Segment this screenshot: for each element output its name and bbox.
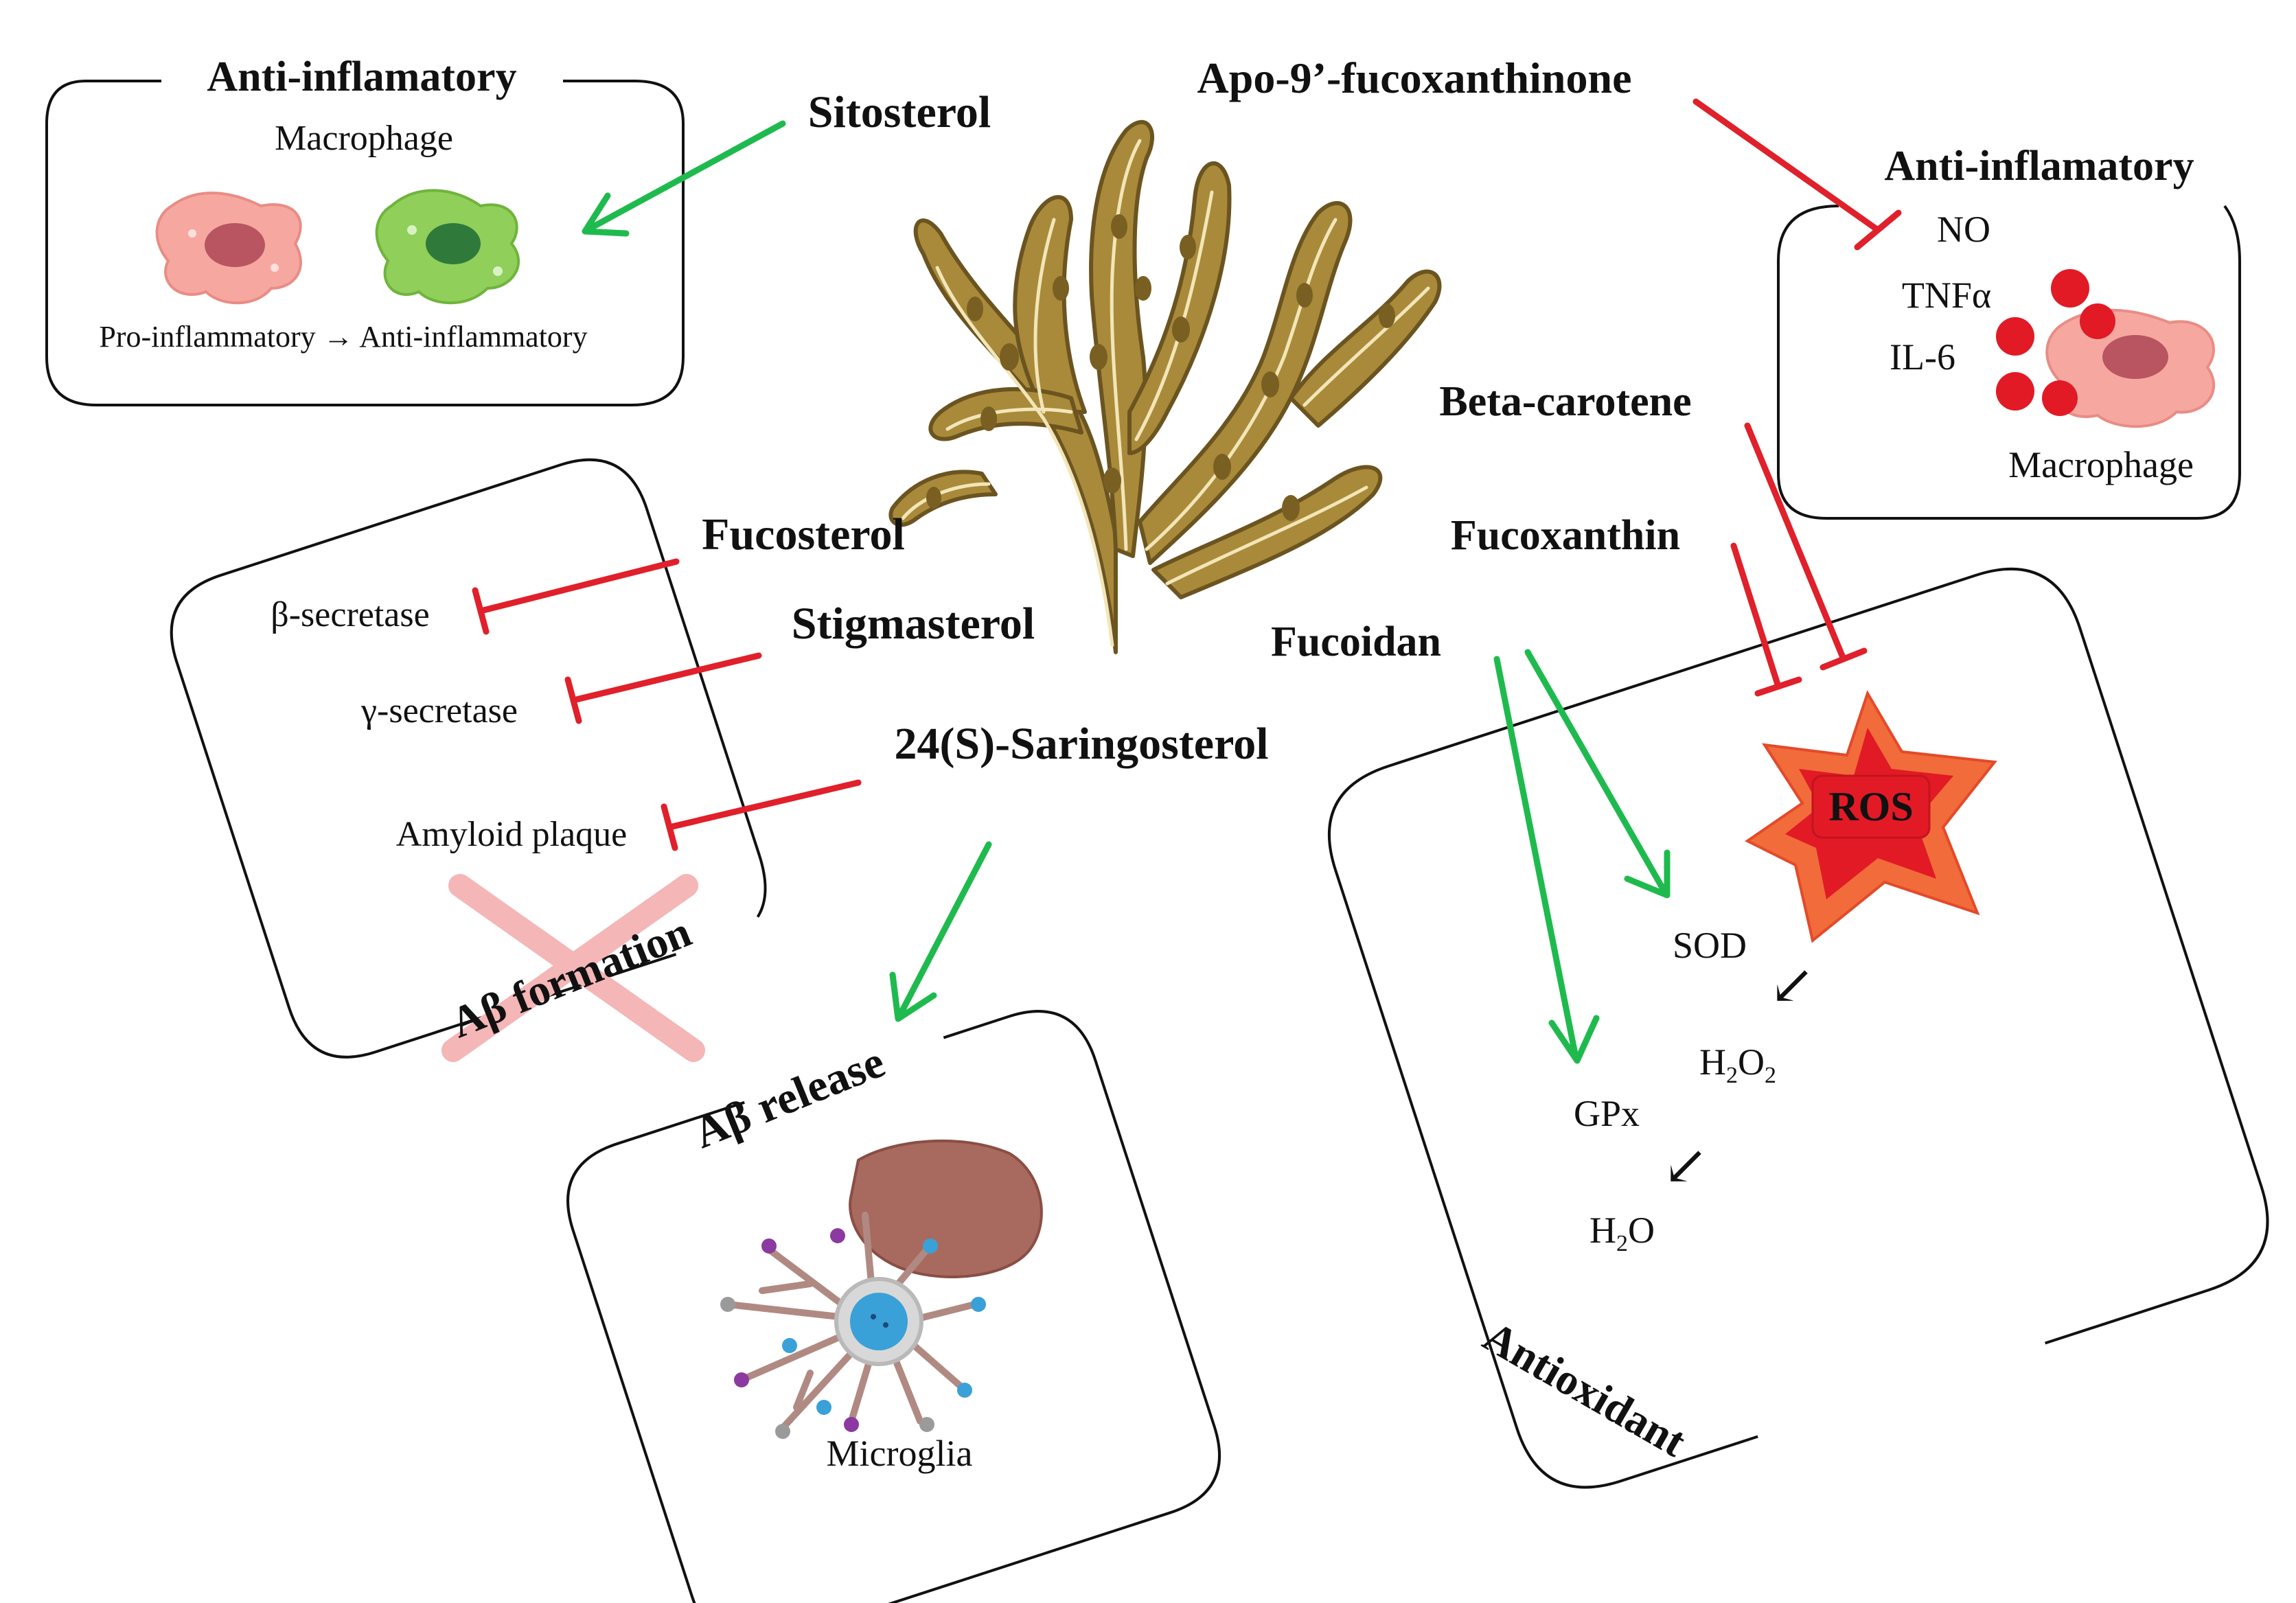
sod-label: SOD <box>1673 925 1747 966</box>
saringosterol-label: 24(S)-Saringosterol <box>894 719 1268 769</box>
marker-no: NO <box>1937 209 1990 250</box>
ros-burst-icon <box>1745 690 1997 943</box>
marker-tnfa: TNFα <box>1902 275 1991 316</box>
saringosterol-activates-abeta-release-arrow <box>889 841 992 1022</box>
activation-arrows <box>582 120 1671 1064</box>
macrophage-icon <box>2045 308 2216 428</box>
abeta-release-box: Aβ release <box>566 1010 1221 1603</box>
macrophage-caption: Macrophage <box>2008 444 2194 485</box>
fucoidan-label: Fucoidan <box>1271 619 1441 665</box>
fucoidan-activates-sod-arrow <box>1524 649 1671 899</box>
microglia-icon <box>720 1212 986 1439</box>
inhibition-arrows <box>472 98 1902 851</box>
abeta-formation-box: β-secretase γ-secretase Amyloid plaque A… <box>170 458 767 1062</box>
macrophage-caption: Pro-inflammatory → Anti-inflammatory <box>99 320 587 354</box>
antioxidant-title: Antioxidant <box>1476 1311 1695 1466</box>
sitosterol-label: Sitosterol <box>808 87 991 137</box>
blocked-cross-icon <box>441 874 705 1062</box>
stigmasterol-inhibits-gamma-secretase-arrow <box>564 652 762 724</box>
sod-arrow-icon: ↙ <box>1769 956 1815 1016</box>
microglia-caption: Microglia <box>827 1433 973 1474</box>
h2o2-label: H2O2 <box>1699 1041 1776 1088</box>
beta-carotene-inhibits-ros-arrow <box>1744 422 1868 671</box>
box-title: Anti-inflamatory <box>207 54 516 100</box>
beta-secretase-label: β-secretase <box>271 595 429 634</box>
marker-il6: IL-6 <box>1890 336 1955 378</box>
sitosterol-activates-macrophage-arrow <box>582 120 786 237</box>
pro-inflammatory-macrophage-icon <box>155 192 302 305</box>
box-title: Anti-inflamatory <box>1884 143 2194 189</box>
fucoxanthin-label: Fucoxanthin <box>1451 512 1680 559</box>
abeta-release-title: Aβ release <box>687 1037 891 1158</box>
h2o-label: H2O <box>1589 1210 1655 1256</box>
saringosterol-inhibits-amyloid-plaque-arrow <box>661 779 862 851</box>
anti-inflammatory-macrophage-box: Anti-inflamatory Macrophage Pro-inflamma… <box>45 54 685 406</box>
amyloid-plaque-label: Amyloid plaque <box>396 815 628 854</box>
cytokine-dots <box>1996 269 2115 416</box>
compound-labels: Sitosterol Apo-9’-fucoxanthinone Beta-ca… <box>702 54 1691 769</box>
fucosterol-inhibits-beta-secretase-arrow <box>472 558 680 635</box>
fucoxanthin-inhibits-ros-arrow <box>1730 542 1802 697</box>
stigmasterol-label: Stigmasterol <box>792 599 1035 649</box>
fucosterol-label: Fucosterol <box>702 509 905 560</box>
gpx-arrow-icon: ↙ <box>1662 1136 1708 1197</box>
box-subtitle: Macrophage <box>275 119 453 158</box>
gamma-secretase-label: γ-secretase <box>360 691 518 730</box>
antioxidant-box: Antioxidant ROS SOD ↙ H2O2 GPx ↙ H2O <box>1327 567 2269 1489</box>
gpx-label: GPx <box>1574 1093 1640 1134</box>
anti-inflammatory-cytokine-box: Anti-inflamatory NO TNFα IL-6 Macrophage <box>1777 143 2241 520</box>
seaweed-illustration <box>888 119 1442 654</box>
apo-9-fucoxanthinone-label: Apo-9’-fucoxanthinone <box>1197 54 1632 102</box>
apo-inhibits-cytokines-arrow <box>1692 98 1902 251</box>
beta-carotene-label: Beta-carotene <box>1439 378 1691 425</box>
fucoidan-activates-gpx-arrow <box>1493 656 1600 1064</box>
amyloid-aggregate-icon <box>849 1139 1043 1278</box>
ros-label: ROS <box>1828 784 1913 829</box>
anti-inflammatory-macrophage-icon <box>375 189 520 305</box>
